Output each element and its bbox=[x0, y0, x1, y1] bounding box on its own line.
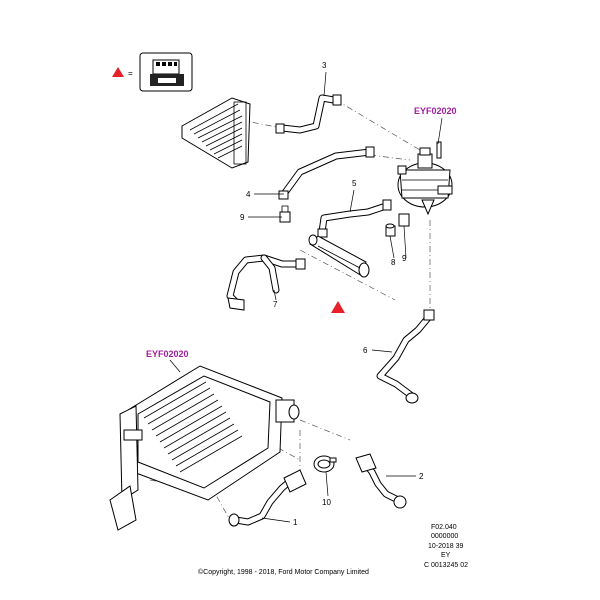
callout-3: 3 bbox=[322, 61, 327, 70]
expansion-tank bbox=[397, 141, 453, 216]
clip-9-left bbox=[279, 205, 291, 223]
callout-9-left: 9 bbox=[240, 213, 245, 222]
hose-2 bbox=[355, 453, 407, 509]
meta-line-2: 0000000 bbox=[431, 533, 458, 540]
callout-2: 2 bbox=[419, 472, 424, 481]
callout-9-right: 9 bbox=[402, 254, 407, 263]
callout-7: 7 bbox=[273, 300, 278, 309]
hose-6 bbox=[376, 309, 435, 404]
callout-1: 1 bbox=[293, 518, 298, 527]
upper-radiator-part bbox=[181, 97, 251, 169]
clip-8 bbox=[385, 223, 396, 237]
callout-4: 4 bbox=[246, 190, 251, 199]
hose-centre bbox=[308, 234, 370, 278]
hose-3 bbox=[275, 94, 342, 134]
hose-7 bbox=[226, 254, 306, 311]
hose-5 bbox=[317, 199, 392, 238]
legend: = bbox=[112, 52, 193, 92]
clamp-10 bbox=[313, 455, 337, 473]
callout-10: 10 bbox=[322, 498, 331, 507]
warning-triangle-icon bbox=[331, 301, 345, 313]
leader-lines bbox=[169, 71, 443, 523]
clip-9-right bbox=[398, 213, 410, 227]
callout-6: 6 bbox=[363, 346, 368, 355]
reference-left: EYF02020 bbox=[146, 349, 189, 359]
callouts: 3 4 5 9 8 9 7 6 2 10 1 bbox=[240, 61, 424, 527]
meta-line-4: EY bbox=[441, 552, 451, 559]
callout-8: 8 bbox=[391, 258, 396, 267]
hose-4 bbox=[278, 146, 375, 200]
callout-5: 5 bbox=[352, 179, 357, 188]
meta-line-3: 10-2018 39 bbox=[428, 543, 464, 550]
main-radiator bbox=[109, 365, 300, 531]
legend-equals: = bbox=[128, 69, 133, 78]
meta-line-1: F02.040 bbox=[431, 524, 457, 531]
warning-triangle-icon bbox=[112, 67, 124, 77]
hose-1 bbox=[228, 469, 307, 527]
engine-block-icon bbox=[150, 59, 184, 86]
drawing-meta: F02.040 0000000 10-2018 39 EY C 0013245 … bbox=[424, 524, 468, 569]
copyright: ©Copyright, 1998 - 2018, Ford Motor Comp… bbox=[198, 568, 369, 576]
reference-top: EYF02020 bbox=[414, 106, 457, 116]
meta-line-5: C 0013245 02 bbox=[424, 562, 468, 569]
